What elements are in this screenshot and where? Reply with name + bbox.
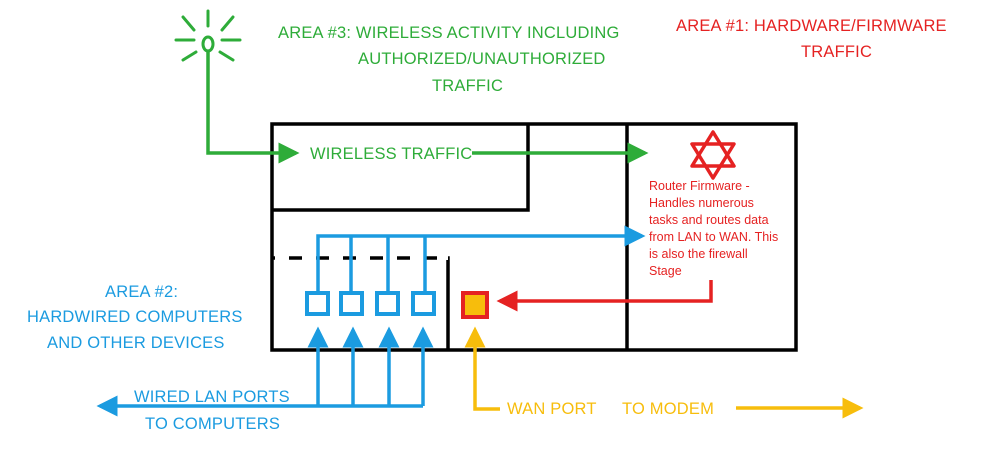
modem-to-wan-arrow (464, 326, 500, 411)
wired-lan-label-2: TO COMPUTERS (145, 415, 281, 433)
firmware-line-3: tasks and routes data (649, 213, 769, 227)
area1-subtitle: TRAFFIC (801, 43, 873, 61)
wireless-traffic-label: WIRELESS TRAFFIC (310, 145, 473, 163)
area2-subtitle-2: AND OTHER DEVICES (47, 334, 225, 352)
lan-ports (305, 291, 436, 316)
to-modem-label: TO MODEM (622, 400, 715, 418)
area3-title: AREA #3: WIRELESS ACTIVITY INCLUDING (278, 24, 620, 42)
wireless-arrows (206, 52, 649, 164)
router-outline (270, 122, 798, 352)
area3-subtitle: AUTHORIZED/UNAUTHORIZED (358, 50, 606, 68)
star-of-david-icon (690, 130, 736, 180)
wan-arrows (464, 326, 864, 419)
lan-port-icon (339, 291, 364, 316)
wired-lan-label: WIRED LAN PORTS (134, 388, 290, 406)
lan-to-firmware-arrow (316, 225, 646, 292)
firmware-line-5: is also the firewall (649, 247, 748, 261)
firmware-line-2: Handles numerous (649, 196, 754, 210)
lan-port-icon (305, 291, 330, 316)
lan-port-icon (411, 291, 436, 316)
firmware-to-wan-arrow (496, 280, 713, 312)
firmware-line-4: from LAN to WAN. This (649, 230, 779, 244)
lan-lines (96, 225, 646, 417)
wireless-section-outline (272, 124, 530, 212)
wan-port-label: WAN PORT (507, 400, 597, 418)
wan-port-icon (461, 291, 489, 319)
area1-title: AREA #1: HARDWARE/FIRMWARE (676, 17, 947, 35)
firmware-line-1: Router Firmware - (649, 179, 750, 193)
area3-subtitle-2: TRAFFIC (432, 77, 504, 95)
area2-title: AREA #2: (105, 283, 179, 301)
antenna-to-router-arrow (206, 52, 300, 164)
area2-subtitle: HARDWIRED COMPUTERS (27, 308, 243, 326)
antenna-icon (174, 9, 242, 62)
lan-port-icon (375, 291, 400, 316)
firmware-line-6: Stage (649, 264, 682, 278)
